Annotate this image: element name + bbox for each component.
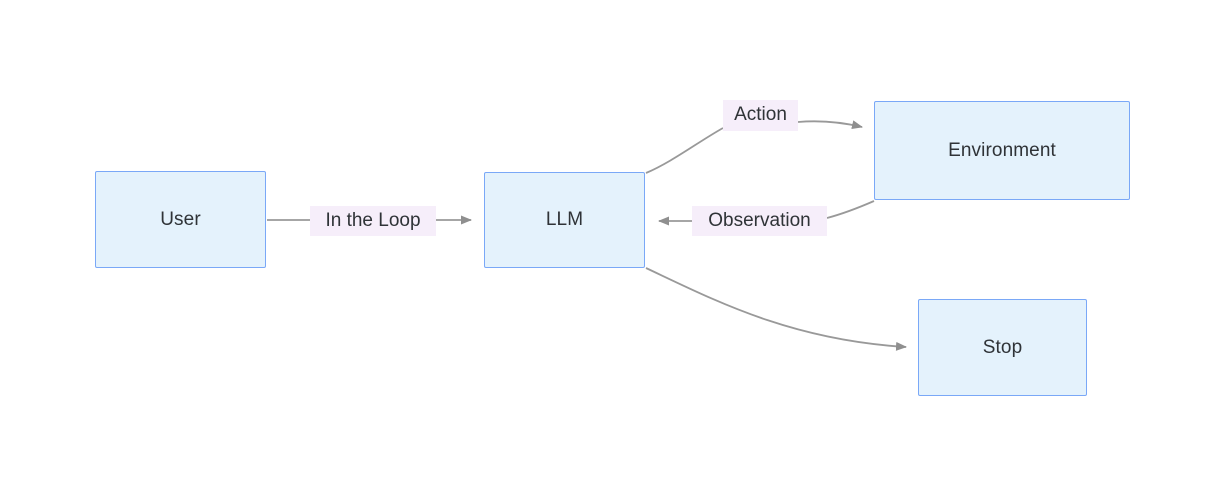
node-user-label: User [160,208,201,230]
edge-llm-to-environment [645,120,863,174]
node-llm[interactable]: LLM [484,172,645,268]
edge-label-in-the-loop: In the Loop [310,206,436,236]
edge-label-action: Action [723,100,798,131]
edge-environment-to-llm [658,200,875,226]
node-stop-label: Stop [982,336,1023,358]
node-environment[interactable]: Environment [874,101,1130,200]
node-user[interactable]: User [95,171,266,268]
edge-llm-to-stop [645,267,907,351]
node-llm-label: LLM [545,209,584,230]
node-environment-label: Environment [948,139,1056,161]
node-stop[interactable]: Stop [918,299,1087,396]
edge-label-observation: Observation [692,206,827,236]
